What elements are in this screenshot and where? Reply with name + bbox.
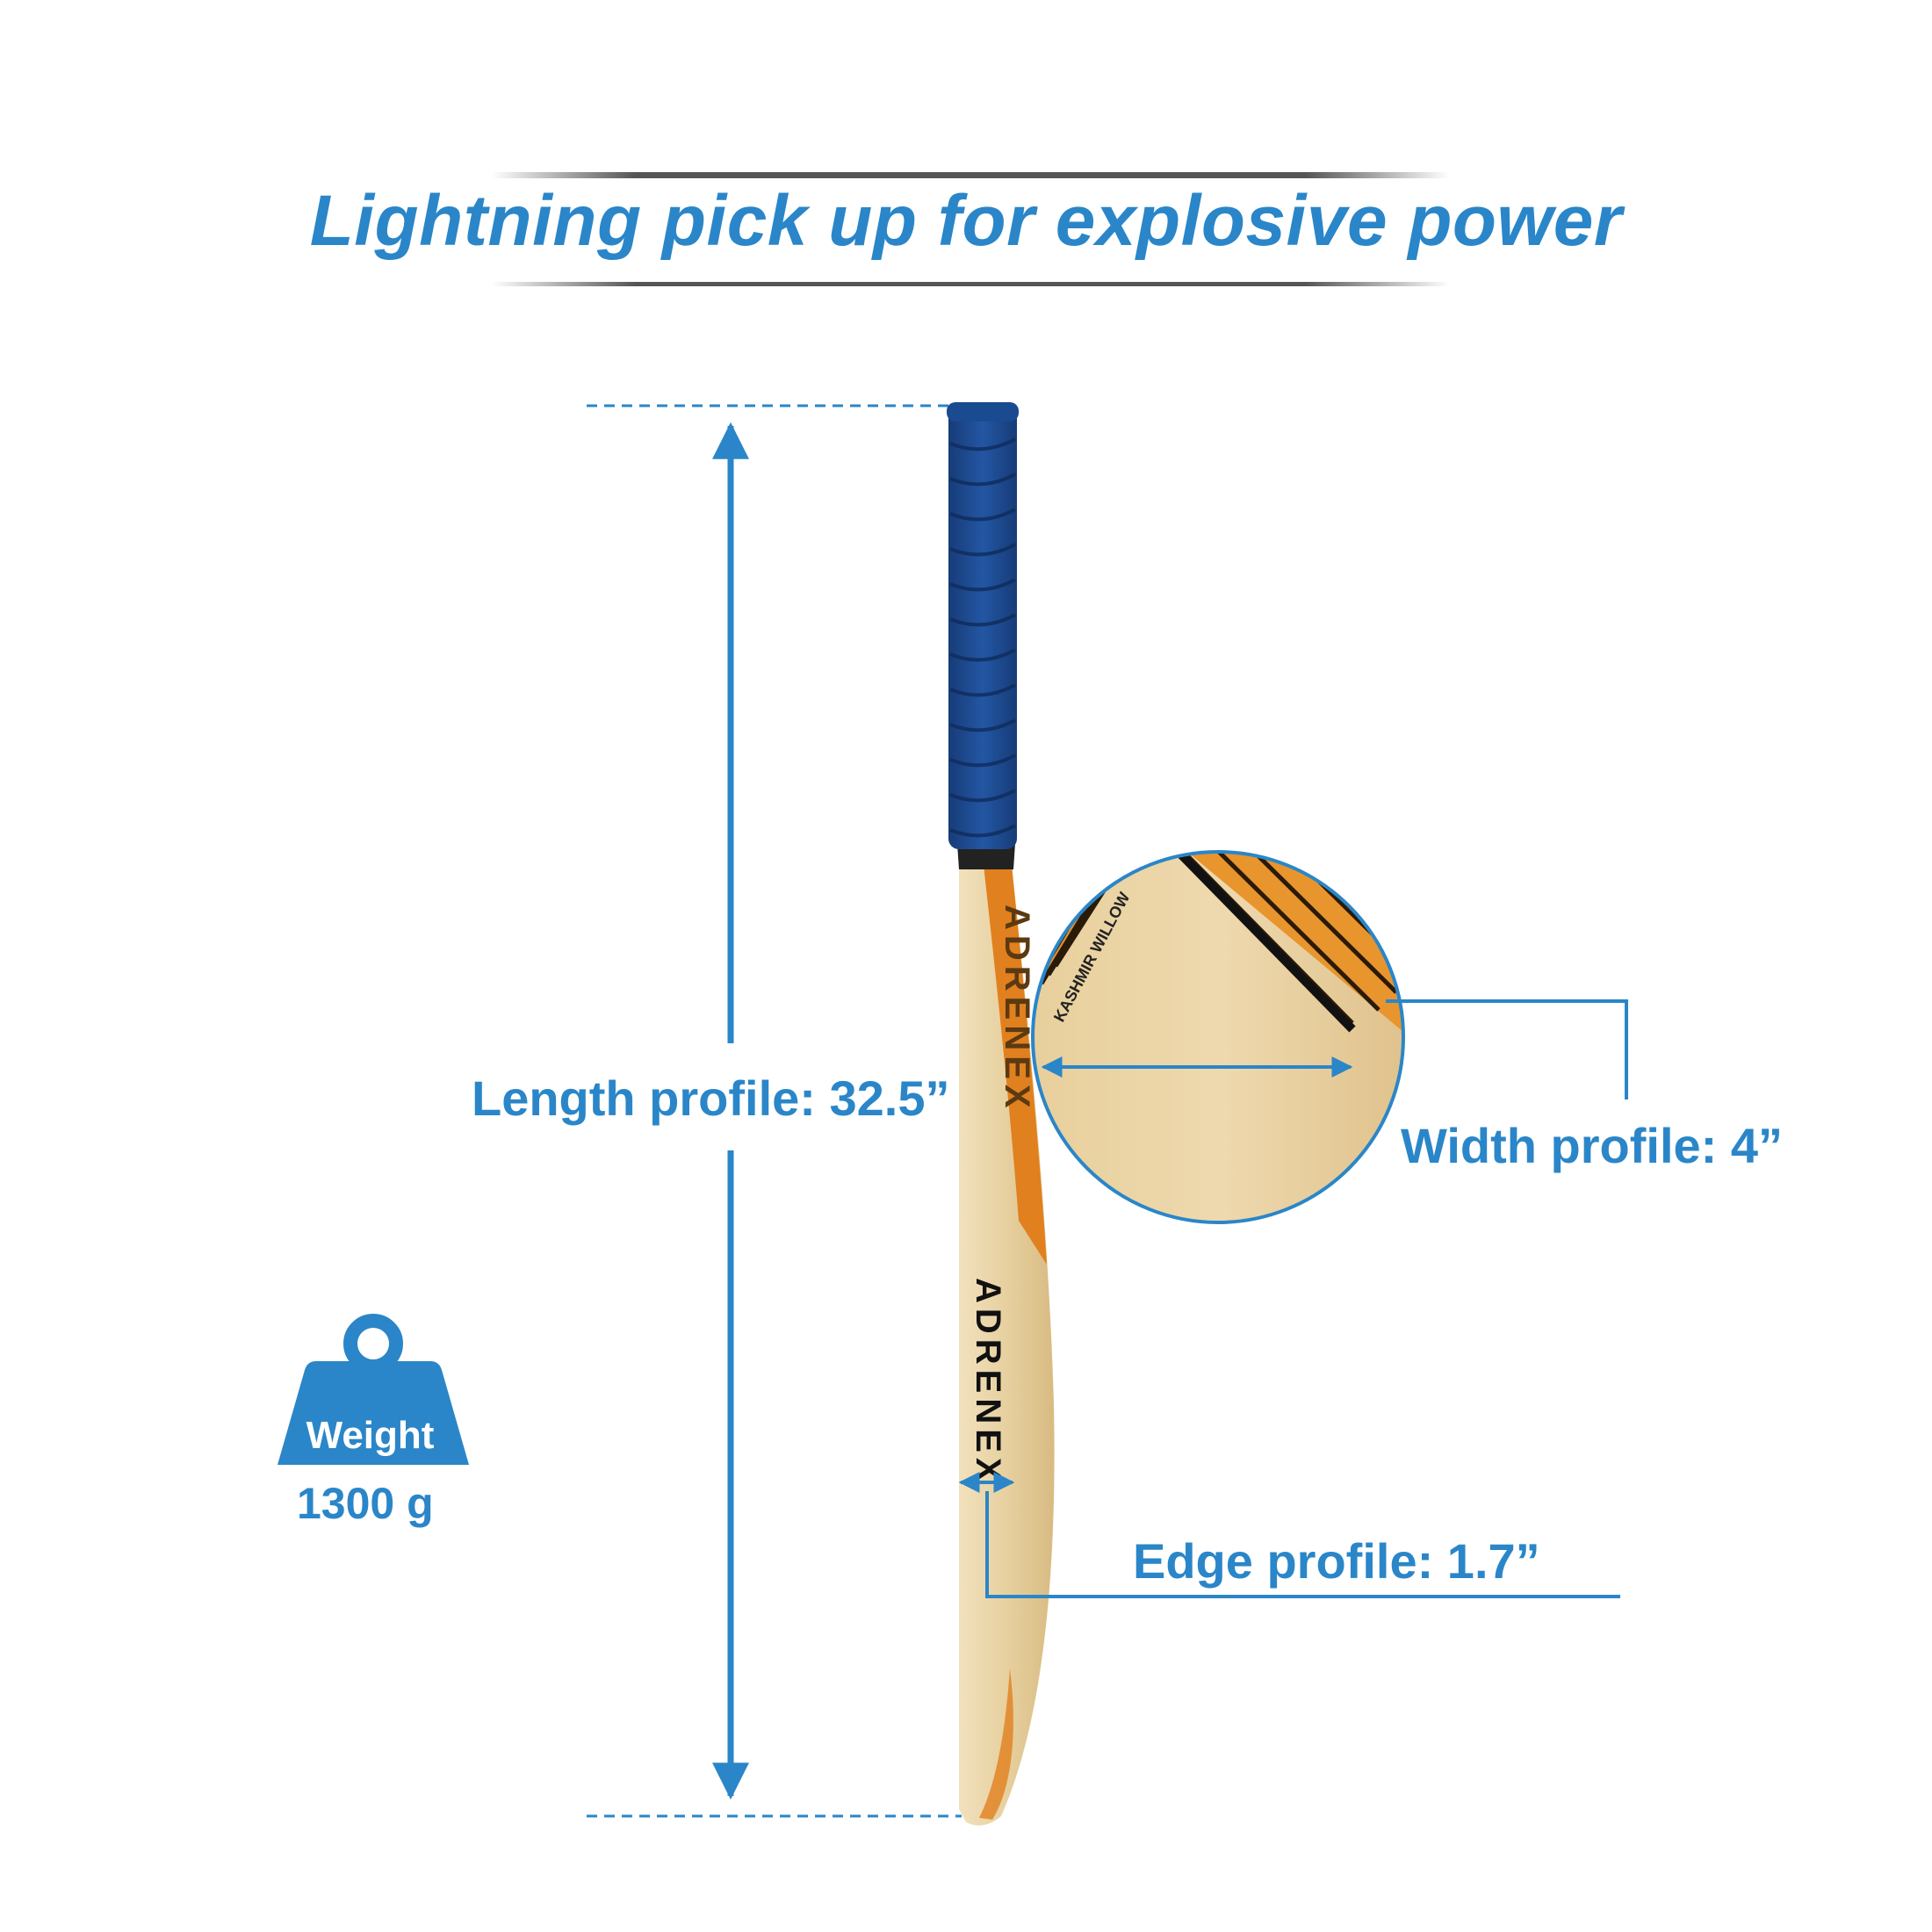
width-profile-label: Width profile: 4” — [1401, 1118, 1784, 1173]
bat-shoulder — [957, 843, 1015, 869]
weight-icon — [278, 1314, 469, 1465]
grip-cap — [947, 402, 1019, 422]
headline-rule-top — [492, 172, 1449, 178]
zoom-circle — [1031, 850, 1405, 1224]
grip-ridges — [949, 437, 1016, 838]
bat-brand-lower: ADRENEX — [969, 1278, 1007, 1487]
edge-profile-label: Edge profile: 1.7” — [1133, 1533, 1540, 1589]
weight-label: Weight — [306, 1414, 435, 1457]
width-leader — [1386, 999, 1628, 1099]
edge-leader — [985, 1491, 1620, 1598]
bat-brand-upper: ADRENEX — [998, 905, 1036, 1114]
bat-orange-stripe — [984, 865, 1047, 1265]
length-profile-label: Length profile: 32.5” — [472, 1071, 950, 1126]
zoom-detail: KASHMIR WILLOW — [1031, 850, 1405, 1224]
bat-grip — [948, 406, 1017, 849]
headline-rule-bottom — [492, 282, 1449, 286]
headline: Lightning pick up for explosive power — [309, 181, 1623, 261]
cricket-bat: ADRENEX ADRENEX — [947, 402, 1055, 1826]
bat-orange-toe — [979, 1669, 1013, 1820]
weight-value: 1300 g — [297, 1479, 434, 1528]
